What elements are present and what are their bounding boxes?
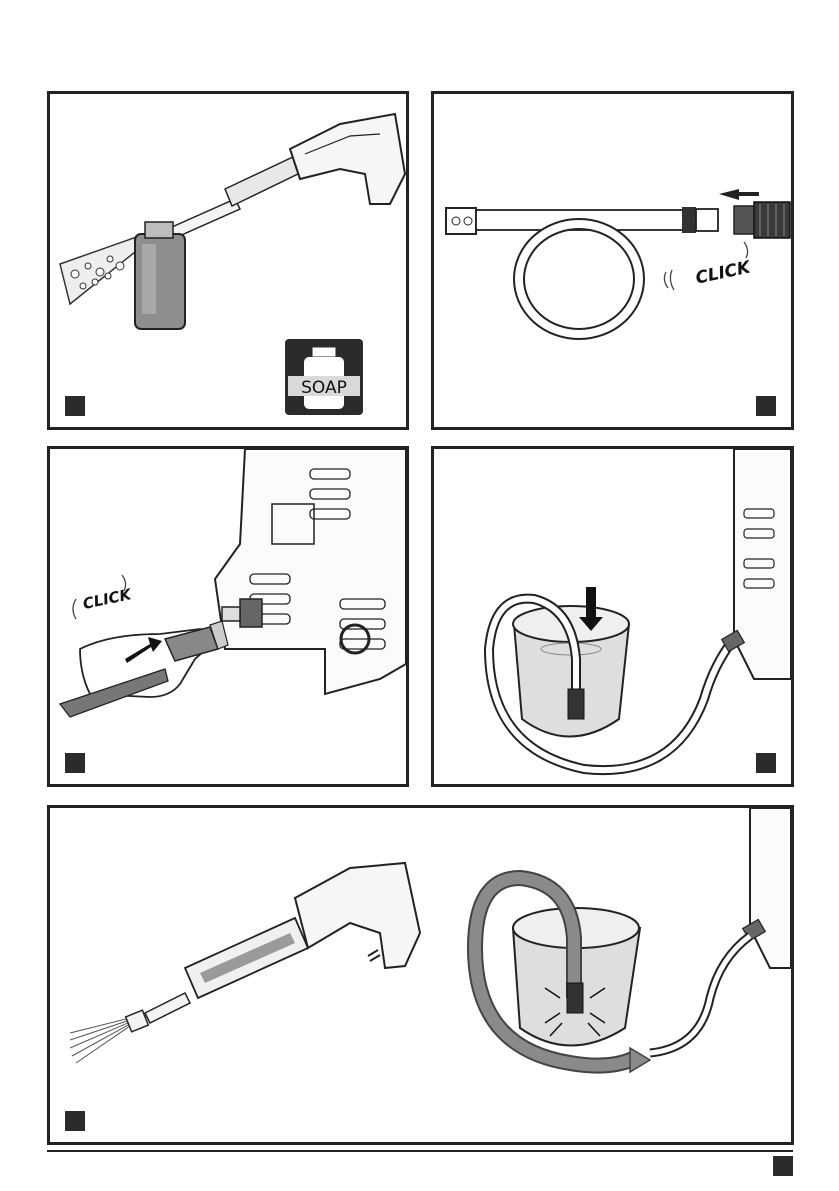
panel-marker [65,1111,85,1131]
click-label: CLICK [694,257,754,288]
panel-marker [756,396,776,416]
panel-marker [756,753,776,773]
click-label: CLICK [81,585,134,613]
figure-panel-inlet-connect: CLICK [47,446,409,787]
panel-marker [65,753,85,773]
soap-icon [285,339,363,415]
soap-label: SOAP [301,378,347,398]
soap-lance-illustration: SOAP [50,94,406,427]
hose-connect-illustration: CLICK [434,94,791,427]
inlet-connect-illustration: CLICK [50,449,406,784]
bucket-suction-illustration [434,449,791,784]
footer-divider [47,1150,793,1152]
figure-panel-priming [47,805,794,1145]
page-marker [773,1156,793,1176]
panel-marker [65,396,85,416]
figure-panel-bucket-suction [431,446,794,787]
priming-illustration [50,808,791,1142]
figure-panel-soap: SOAP [47,91,409,430]
figure-panel-hose-connect: CLICK [431,91,794,430]
